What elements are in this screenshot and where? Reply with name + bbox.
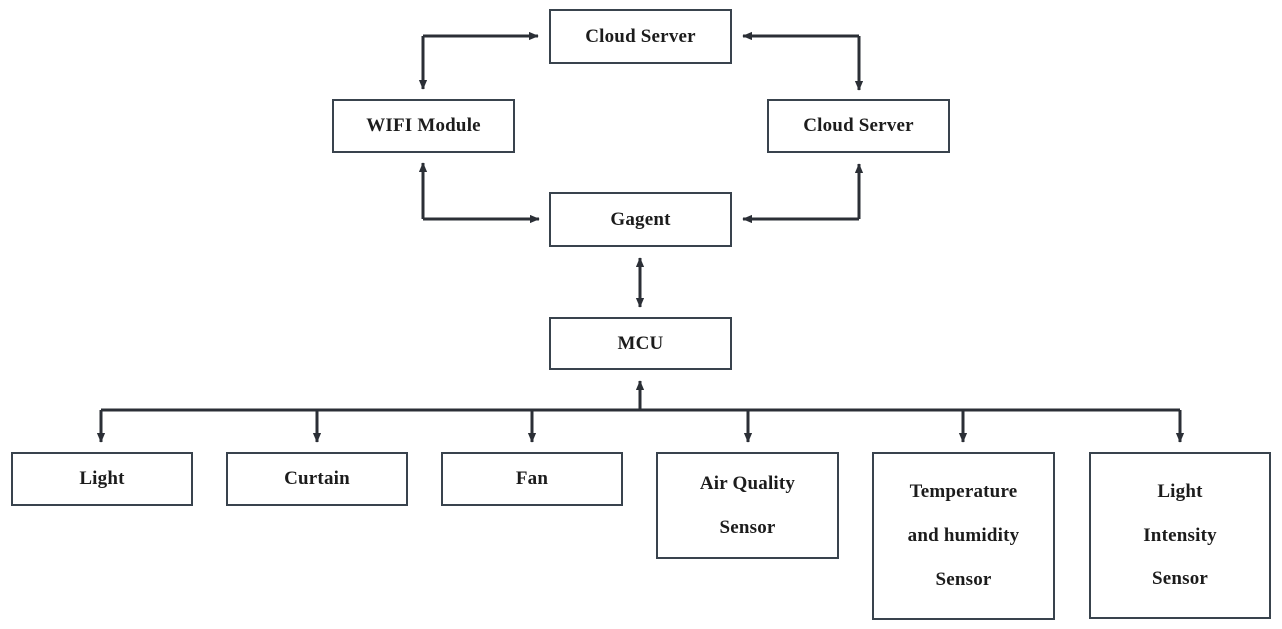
node-label: Cloud Server	[803, 115, 914, 137]
node-fan[interactable]: Fan	[441, 452, 623, 506]
node-curtain[interactable]: Curtain	[226, 452, 408, 506]
node-label-line-2: Intensity	[1143, 524, 1217, 546]
node-cloud-server-top[interactable]: Cloud Server	[549, 9, 732, 64]
node-label: Cloud Server	[585, 25, 696, 47]
node-label-line-2: Sensor	[719, 516, 776, 538]
node-label: Curtain	[284, 468, 350, 490]
node-label: Gagent	[610, 208, 671, 230]
node-label-line-3: Sensor	[1151, 568, 1209, 590]
node-label-line-1: Air Quality	[699, 472, 796, 494]
node-label: WIFI Module	[366, 115, 481, 137]
node-gagent[interactable]: Gagent	[549, 192, 732, 247]
node-mcu[interactable]: MCU	[549, 317, 732, 370]
node-air-quality-sensor[interactable]: Air Quality Sensor	[656, 452, 839, 559]
node-label: Fan	[515, 468, 549, 490]
node-temperature-humidity-sensor[interactable]: Temperature and humidity Sensor	[872, 452, 1055, 620]
node-light[interactable]: Light	[11, 452, 193, 506]
node-label-line-1: Light	[1157, 480, 1203, 502]
node-label-line-3: Sensor	[935, 568, 992, 590]
node-label: MCU	[617, 332, 664, 354]
node-label: Light	[79, 468, 125, 490]
node-label-line-1: Temperature	[909, 481, 1018, 503]
node-light-intensity-sensor[interactable]: Light Intensity Sensor	[1089, 452, 1271, 619]
node-cloud-server-right[interactable]: Cloud Server	[767, 99, 950, 153]
node-label-line-2: and humidity	[907, 525, 1020, 547]
node-wifi-module[interactable]: WIFI Module	[332, 99, 515, 153]
